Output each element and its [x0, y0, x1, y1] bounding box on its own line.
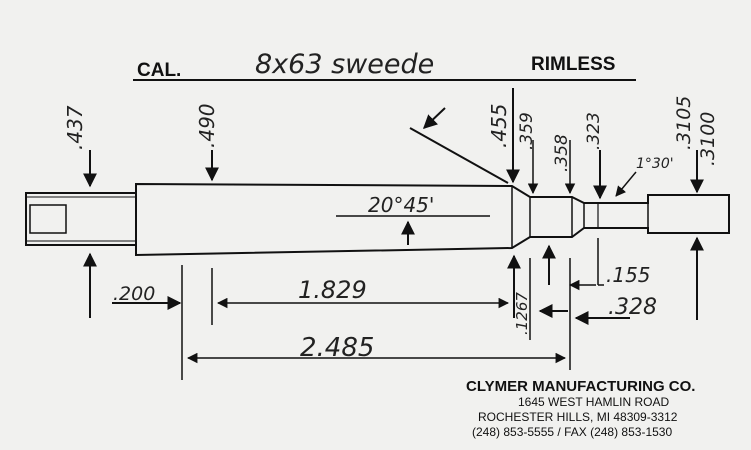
company-address1: 1645 WEST HAMLIN ROAD: [518, 395, 669, 409]
dim-323: .323: [584, 112, 604, 150]
reamer-outline: [25, 182, 730, 257]
reamer-body: [135, 182, 730, 257]
cal-label: CAL.: [137, 60, 181, 81]
shank-square: [29, 204, 67, 234]
dim-shoulder-angle: 20°45': [368, 193, 434, 217]
dim-155: .155: [606, 263, 651, 287]
arrow-throat-angle: [615, 171, 637, 197]
company-address2: ROCHESTER HILLS, MI 48309-3312: [478, 410, 678, 424]
dim-437: .437: [63, 105, 87, 150]
dim-3100: .3100: [697, 112, 719, 166]
dim-1267: .1267: [513, 292, 531, 335]
dim-200: .200: [113, 283, 155, 305]
caliber-name: 8x63 sweede: [255, 49, 434, 80]
dim-358: .358: [552, 134, 572, 172]
dim-490: .490: [195, 103, 219, 148]
shoulder-leader: [409, 127, 509, 184]
dim-throat-angle: 1°30': [636, 156, 674, 172]
company-phone: (248) 853-5555 / FAX (248) 853-1530: [472, 425, 672, 439]
dim-2485: 2.485: [300, 333, 374, 363]
company-name: CLYMER MANUFACTURING CO.: [466, 378, 695, 395]
reamer-shank: [25, 192, 137, 246]
cartridge-type: RIMLESS: [531, 54, 615, 75]
dim-455: .455: [487, 103, 511, 148]
dim-3105: .3105: [673, 96, 695, 150]
arrow-shoulder: [422, 107, 446, 129]
dim-328: .328: [608, 295, 657, 320]
dim-359: .359: [517, 112, 537, 150]
dim-1829: 1.829: [298, 276, 367, 304]
